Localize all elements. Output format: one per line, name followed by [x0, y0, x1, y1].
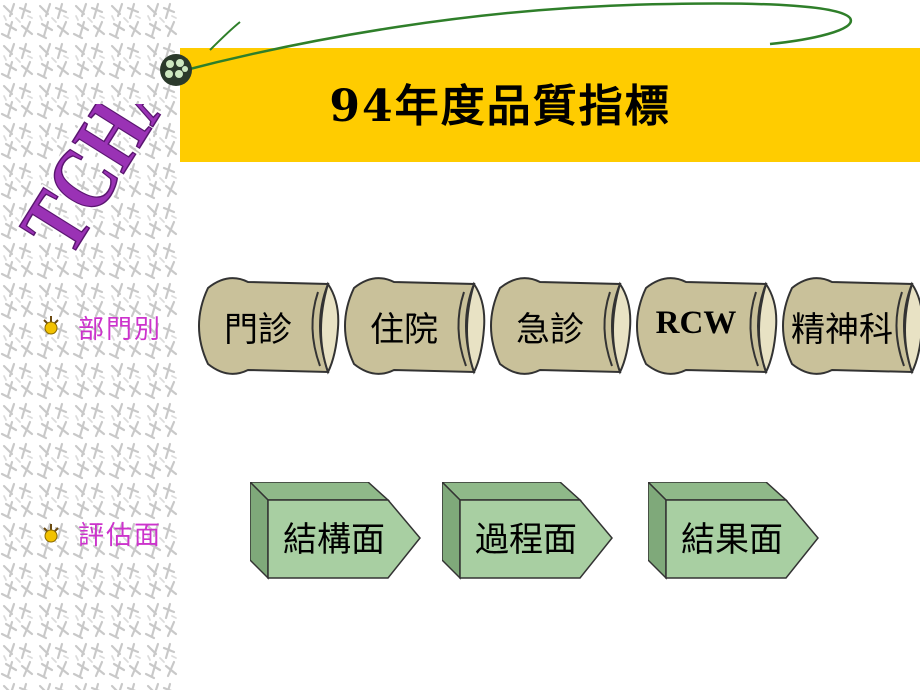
aspect-label: 結構面	[283, 520, 385, 560]
department-label: 急診	[516, 310, 584, 350]
arrow-box-shape	[248, 480, 421, 580]
department-scroll: 住院	[334, 272, 486, 380]
page-title: 94年度品質指標	[329, 81, 671, 132]
scroll-shape	[490, 277, 632, 375]
department-label: 門診	[224, 310, 292, 350]
arrow-box-shape	[646, 480, 819, 580]
arrow-box-shape	[440, 480, 613, 580]
section-label-department: 部門別	[78, 315, 163, 345]
pattern-graphic	[0, 0, 180, 690]
aspect-label: 過程面	[475, 520, 577, 560]
decorative-swoosh	[177, 2, 853, 74]
scroll-shape	[782, 277, 920, 375]
department-scroll: 門診	[188, 272, 340, 380]
aspect-box: 過程面	[440, 480, 622, 582]
bullet-flower-icon	[43, 524, 59, 543]
dot-cluster-icon	[160, 54, 192, 86]
department-scroll: 精神科	[772, 272, 920, 380]
department-label: 精神科	[791, 310, 893, 350]
section-label-aspect: 評估面	[78, 521, 163, 551]
aspect-box: 結果面	[646, 480, 828, 582]
department-scroll: 急診	[480, 272, 632, 380]
aspect-box: 結構面	[248, 480, 430, 582]
aspect-label: 結果面	[681, 520, 783, 560]
bullet-flower-icon	[43, 316, 59, 335]
department-scroll: RCW	[626, 272, 778, 380]
title-band	[180, 48, 920, 162]
department-label: 住院	[370, 310, 438, 350]
tcha-logo: TCHA TCHA	[8, 104, 178, 254]
scroll-shape	[344, 277, 486, 375]
scroll-shape	[198, 277, 340, 375]
department-label: RCW	[655, 305, 737, 341]
decorative-pattern-strip	[0, 0, 180, 690]
scroll-shape	[636, 277, 778, 375]
